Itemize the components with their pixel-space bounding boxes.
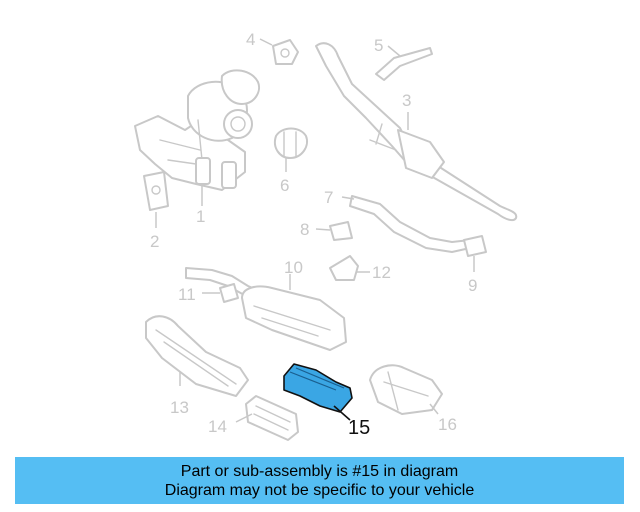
parts-diagram: 1 2 4 5 3 6 bbox=[134, 30, 518, 441]
part-10-muffler bbox=[185, 267, 347, 351]
part-2-gasket bbox=[143, 171, 169, 211]
part-1-turbo-manifold bbox=[134, 69, 260, 191]
callout-15: 15 bbox=[333, 405, 370, 439]
part-14-heat-shield bbox=[245, 395, 299, 441]
callout-label-2: 2 bbox=[150, 232, 159, 251]
callout-label-6: 6 bbox=[280, 176, 289, 195]
part-13-heat-shield bbox=[145, 315, 249, 397]
banner-line-2: Diagram may not be specific to your vehi… bbox=[164, 481, 475, 499]
callout-label-13: 13 bbox=[170, 398, 189, 417]
callout-16: 16 bbox=[429, 403, 457, 434]
callout-8: 8 bbox=[300, 220, 331, 239]
callout-9: 9 bbox=[468, 256, 477, 295]
callout-label-7: 7 bbox=[324, 188, 333, 207]
part-15-heat-shield-highlighted bbox=[283, 363, 353, 413]
callout-2: 2 bbox=[150, 212, 159, 251]
part-3-catalytic-converter bbox=[315, 42, 518, 222]
callout-label-11: 11 bbox=[178, 285, 196, 304]
part-7-intermediate-pipe bbox=[349, 195, 471, 253]
callout-6: 6 bbox=[280, 158, 289, 195]
callout-7: 7 bbox=[324, 188, 355, 207]
callout-12: 12 bbox=[356, 263, 391, 282]
callout-label-12: 12 bbox=[372, 263, 391, 282]
callout-label-9: 9 bbox=[468, 276, 477, 295]
callout-label-15: 15 bbox=[348, 417, 370, 439]
banner-line-1: Part or sub-assembly is #15 in diagram bbox=[180, 462, 459, 480]
part-4-flange-gasket bbox=[272, 39, 299, 65]
callout-14: 14 bbox=[208, 413, 253, 436]
callout-13: 13 bbox=[170, 372, 189, 417]
callout-4: 4 bbox=[246, 30, 273, 49]
callout-1: 1 bbox=[196, 186, 205, 226]
part-9-mount bbox=[463, 235, 487, 257]
part-11-clamp bbox=[219, 283, 239, 303]
callout-label-16: 16 bbox=[438, 415, 457, 434]
callout-label-10: 10 bbox=[284, 258, 303, 277]
callout-5: 5 bbox=[374, 36, 401, 57]
callout-11: 11 bbox=[178, 285, 220, 304]
callout-label-1: 1 bbox=[196, 207, 205, 226]
part-5-bracket bbox=[375, 47, 433, 81]
callout-label-4: 4 bbox=[246, 30, 255, 49]
part-12-hanger-bracket bbox=[329, 255, 359, 281]
callout-label-14: 14 bbox=[208, 417, 227, 436]
callout-3: 3 bbox=[402, 91, 411, 130]
part-8-hanger bbox=[329, 221, 353, 241]
callout-label-3: 3 bbox=[402, 91, 411, 110]
info-banner: Part or sub-assembly is #15 in diagram D… bbox=[15, 457, 624, 504]
callout-10: 10 bbox=[284, 258, 303, 290]
callout-label-5: 5 bbox=[374, 36, 383, 55]
callout-label-8: 8 bbox=[300, 220, 309, 239]
part-16-heat-shield bbox=[369, 364, 443, 415]
part-6-clamp bbox=[274, 127, 308, 159]
